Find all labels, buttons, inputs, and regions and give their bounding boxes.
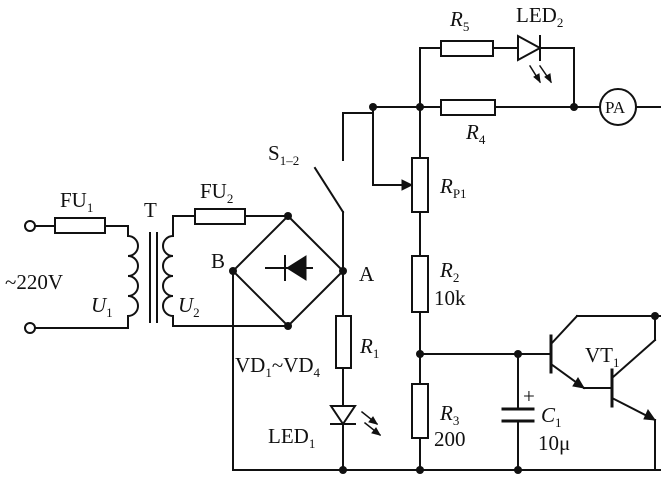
label-node-a: A — [359, 262, 375, 286]
label-r3: R3 — [439, 401, 459, 428]
label-led2: LED2 — [516, 3, 563, 30]
resistor-r3 — [411, 383, 429, 439]
label-c1-value: 10μ — [538, 431, 570, 455]
resistor-r2 — [411, 255, 429, 313]
label-fu2: FU2 — [200, 179, 233, 206]
capacitor-and-transistor — [419, 312, 661, 471]
label-meter-pa: PA — [605, 98, 626, 117]
label-r4: R4 — [465, 120, 486, 147]
label-mains: ~220V — [5, 270, 63, 294]
label-r5: R5 — [449, 7, 469, 34]
input-terminal-top — [24, 220, 36, 232]
label-rp1: RP1 — [439, 174, 467, 201]
bridge-rectifier — [229, 212, 347, 330]
label-c1: C1 — [541, 403, 562, 430]
transformer-t — [127, 215, 174, 329]
label-r2-value: 10k — [434, 286, 466, 310]
led1-light-arrows — [360, 410, 382, 437]
label-c1-polarity: + — [523, 384, 535, 408]
a-branch — [313, 112, 382, 471]
resistor-r5 — [440, 40, 494, 57]
label-r3-value: 200 — [434, 427, 466, 451]
divider-chain — [372, 106, 429, 471]
led2-light-arrows — [528, 64, 553, 84]
label-switch: S1–2 — [268, 141, 299, 168]
label-fu1: FU1 — [60, 188, 93, 215]
bridge-outline — [231, 214, 345, 328]
label-u1: U1 — [91, 293, 113, 320]
label-transformer: T — [144, 198, 157, 222]
label-node-b: B — [211, 249, 225, 273]
resistor-r1 — [335, 315, 352, 369]
label-led1: LED1 — [268, 424, 315, 451]
label-vt1: VT1 — [585, 343, 620, 370]
secondary-wiring — [172, 208, 289, 327]
led2-diode — [517, 34, 543, 62]
label-r2: R2 — [439, 258, 459, 285]
ammeter-pa — [599, 88, 637, 126]
switch-s1-2-lever — [313, 166, 345, 214]
label-bridge: VD1~VD4 — [235, 353, 321, 380]
label-u2: U2 — [178, 293, 200, 320]
mains-input — [24, 217, 129, 334]
led1-diode — [329, 405, 357, 426]
rp1-wiper-arrow — [401, 179, 414, 191]
potentiometer-rp1 — [411, 157, 429, 213]
resistor-r4 — [440, 99, 496, 116]
label-r1: R1 — [359, 334, 379, 361]
fuse-fu2 — [194, 208, 246, 225]
input-terminal-bottom — [24, 322, 36, 334]
bridge-diode-symbol — [286, 255, 307, 281]
primary-coil — [127, 225, 139, 329]
fuse-fu1 — [54, 217, 106, 234]
secondary-coil — [162, 215, 174, 327]
